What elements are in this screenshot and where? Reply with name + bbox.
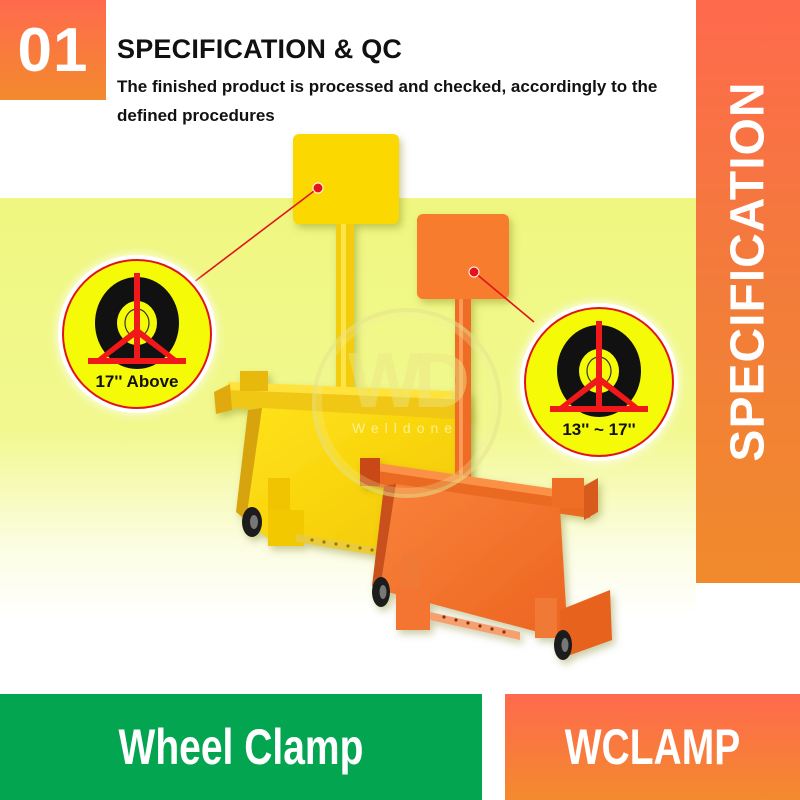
tire-clamp-icon [550,321,648,417]
model-code-bar: WCLAMP [505,694,800,800]
product-name: Wheel Clamp [118,719,364,775]
page-title: SPECIFICATION & QC [117,34,403,64]
side-banner-label: SPECIFICATION [721,81,775,462]
section-number: 01 [17,15,89,85]
page-subtitle: The finished product is processed and ch… [117,77,658,125]
callout-line-1 [193,187,319,283]
side-banner-text: SPECIFICATION [696,0,800,583]
watermark-text: Welldone [351,420,459,436]
callout-label: 13'' ~ 17'' [562,420,636,439]
size-callout-17-above: 17'' Above [62,259,212,409]
callout-label: 17'' Above [95,372,179,391]
callout-line-2 [473,271,535,323]
callout-dot-1 [312,182,324,194]
side-banner [696,0,800,583]
product-name-bar: Wheel Clamp [0,694,482,800]
tire-clamp-icon [88,273,186,369]
section-number-badge: 01 [0,0,106,100]
watermark-logo: WD [348,336,470,424]
watermark-ring [312,308,502,498]
model-code: WCLAMP [564,719,741,775]
callout-dot-2 [468,266,480,278]
size-callout-13-17: 13'' ~ 17'' [524,307,674,457]
